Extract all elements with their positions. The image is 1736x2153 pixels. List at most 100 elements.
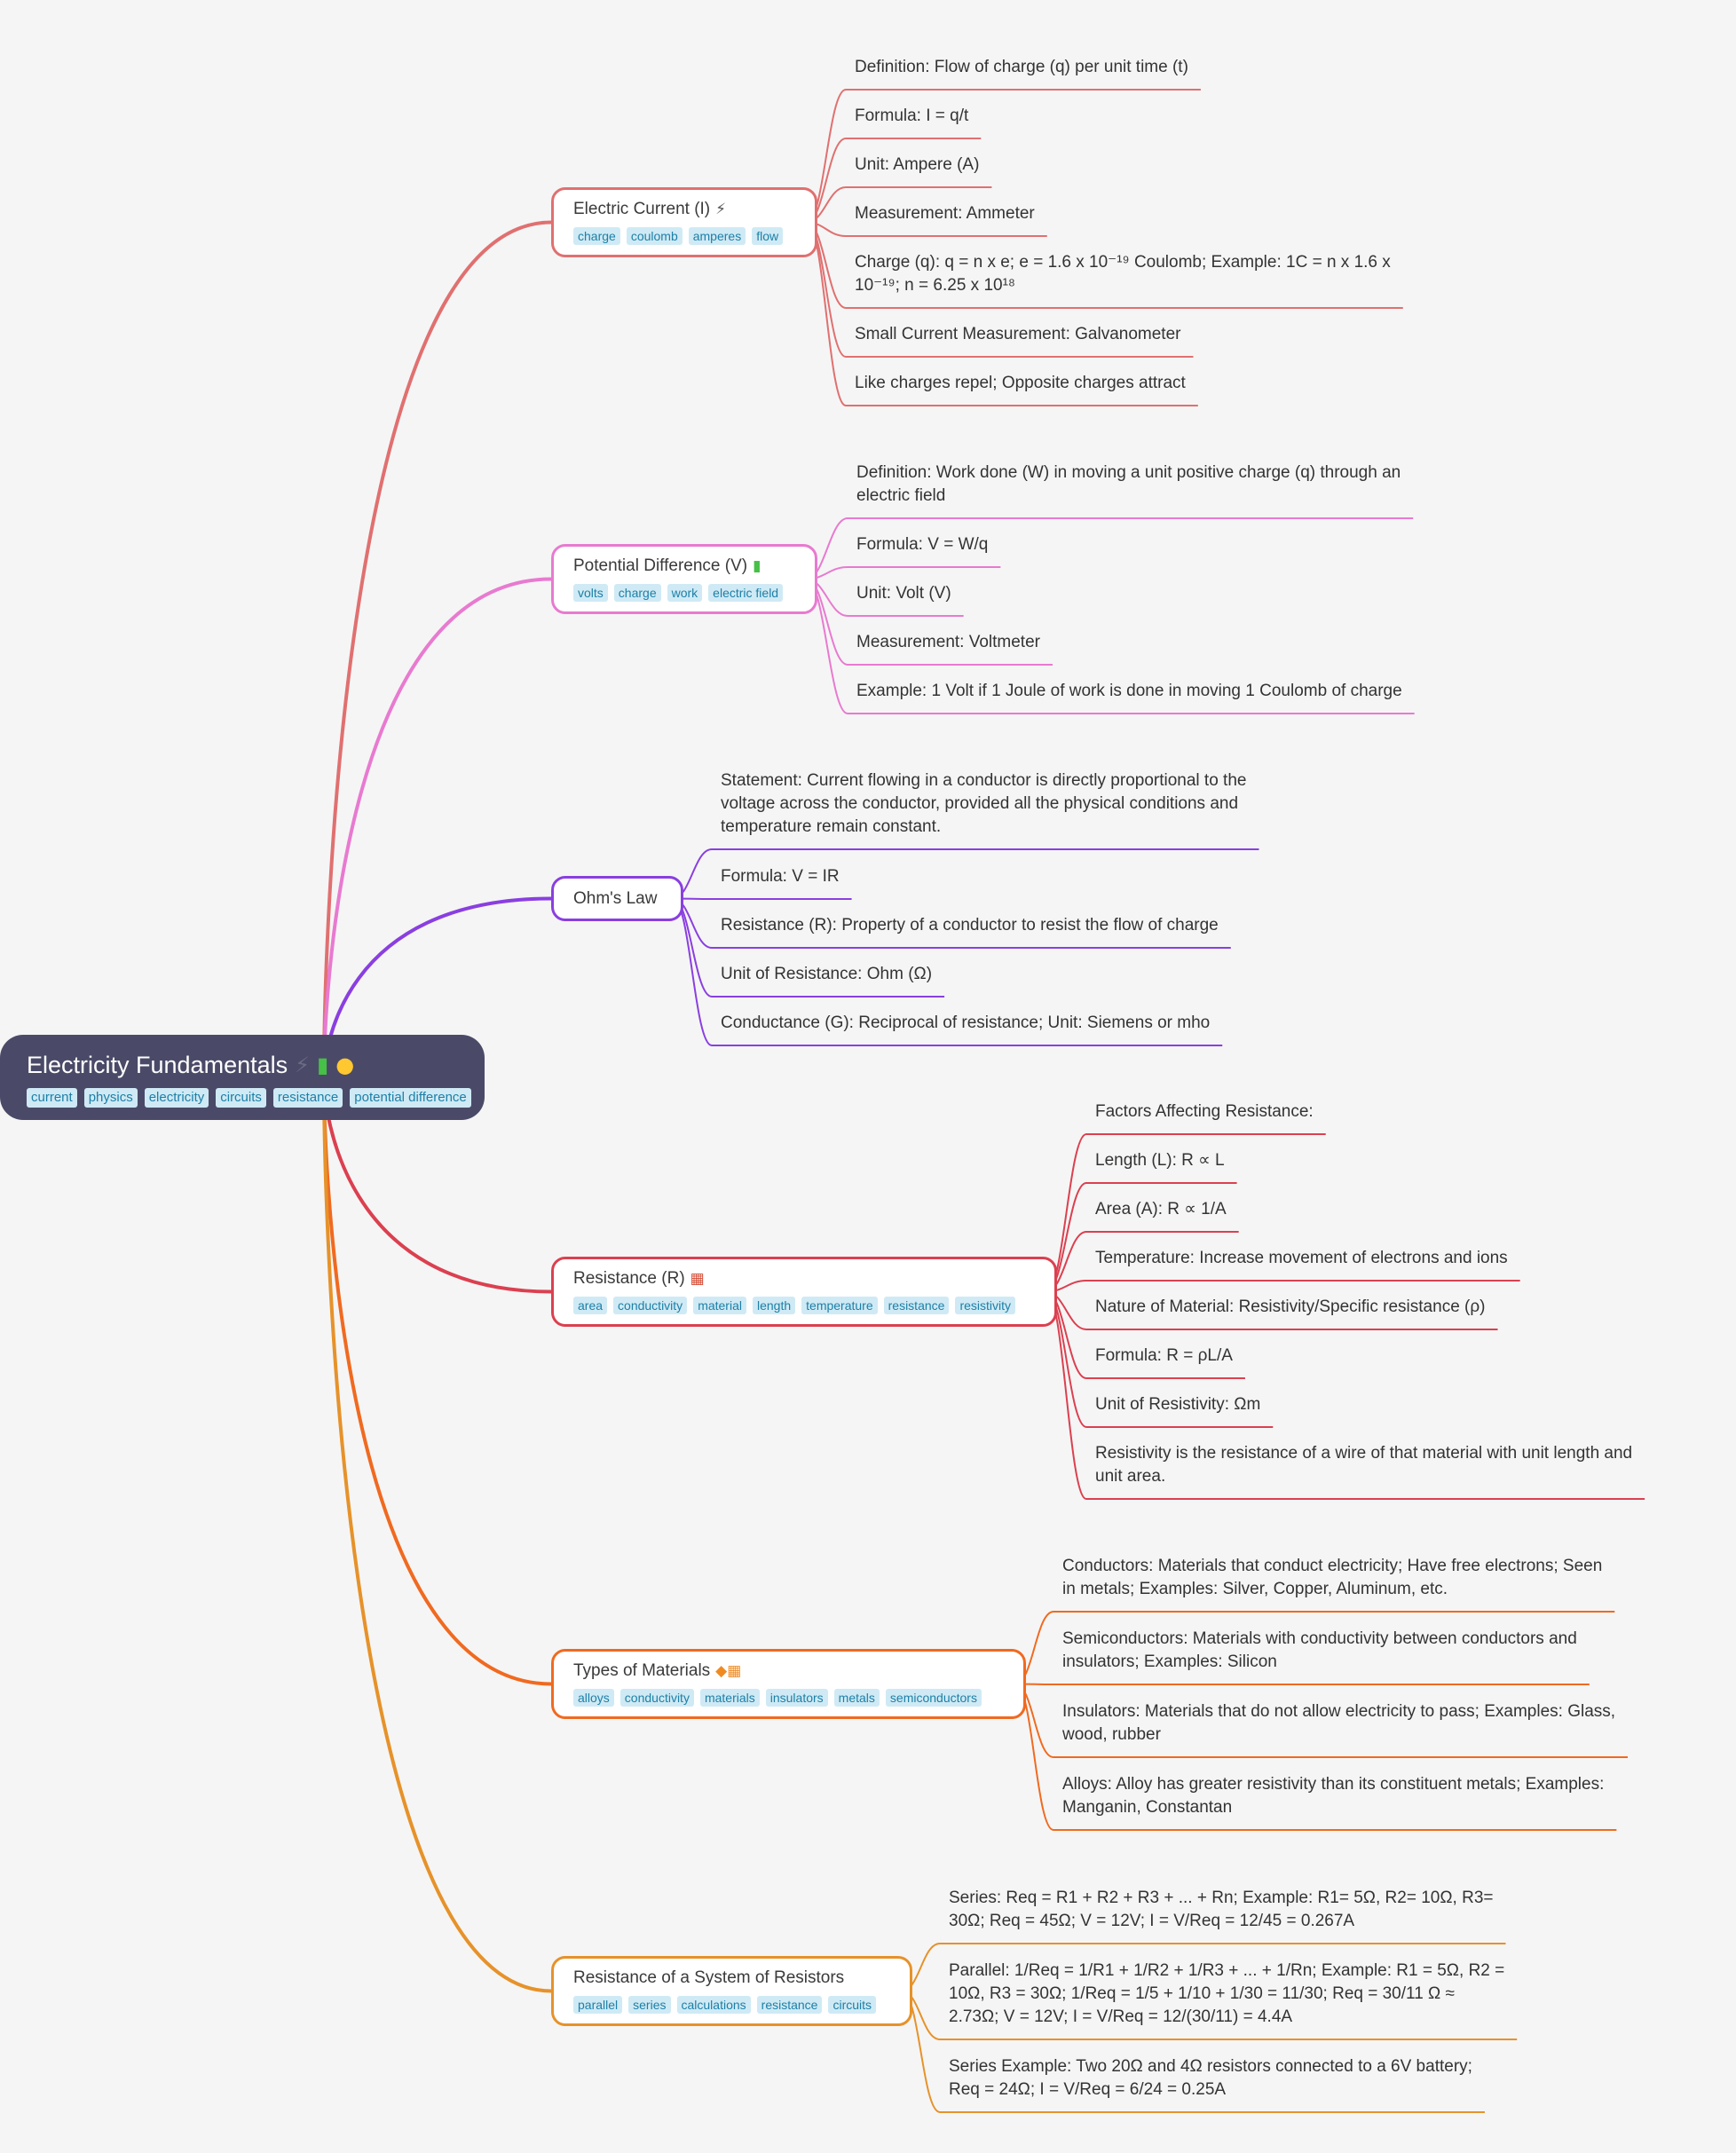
leaf-text: Measurement: Voltmeter — [856, 633, 1040, 651]
connector-line — [322, 1076, 552, 1993]
tag[interactable]: potential difference — [350, 1088, 471, 1108]
leaf-node[interactable]: Insulators: Materials that do not allow … — [1062, 1700, 1619, 1747]
leaf-node[interactable]: Area (A): R ∝ 1/A — [1095, 1198, 1652, 1221]
tag[interactable]: semiconductors — [885, 1689, 982, 1707]
tag[interactable]: material — [693, 1297, 746, 1314]
leaf-node[interactable]: Measurement: Ammeter — [855, 202, 1418, 225]
tag[interactable]: series — [628, 1996, 671, 2014]
tag[interactable]: amperes — [688, 227, 746, 245]
leaf-node[interactable]: Like charges repel; Opposite charges att… — [855, 372, 1418, 395]
leaf-node[interactable]: Measurement: Voltmeter — [856, 631, 1413, 654]
branch-node[interactable]: Resistance of a System of Resistors paral… — [551, 1956, 912, 2026]
tag[interactable]: circuits — [828, 1996, 877, 2014]
connector-line — [322, 1076, 552, 1686]
connector-line — [672, 897, 713, 1046]
leaf-node[interactable]: Definition: Flow of charge (q) per unit … — [855, 56, 1418, 79]
leaf-node[interactable]: Resistivity is the resistance of a wire … — [1095, 1442, 1652, 1488]
leaf-node[interactable]: Length (L): R ∝ L — [1095, 1149, 1652, 1172]
tag[interactable]: physics — [83, 1088, 138, 1108]
root-tags: current physics electricity circuits res… — [27, 1088, 485, 1108]
leaf-node[interactable]: Resistance (R): Property of a conductor … — [721, 914, 1277, 937]
leaf-node[interactable]: Small Current Measurement: Galvanometer — [855, 323, 1418, 346]
tag[interactable]: charge — [573, 227, 620, 245]
leaf-node[interactable]: Unit of Resistance: Ohm (Ω) — [721, 963, 1277, 986]
leaf-text: Formula: R = ρL/A — [1095, 1346, 1233, 1365]
leaf-node[interactable]: Semiconductors: Materials with conductiv… — [1062, 1628, 1619, 1674]
tag[interactable]: coulomb — [626, 227, 683, 245]
tag[interactable]: alloys — [573, 1689, 614, 1707]
leaf-node[interactable]: Charge (q): q = n x e; e = 1.6 x 10⁻¹⁹ C… — [855, 251, 1418, 297]
tag[interactable]: electricity — [144, 1088, 209, 1108]
branch-node[interactable]: Ohm's Law — [551, 876, 683, 921]
tag[interactable]: temperature — [801, 1297, 878, 1314]
branch-title: Resistance of a System of Resistors — [573, 1968, 845, 1987]
tag[interactable]: resistivity — [955, 1297, 1015, 1314]
leaf-node[interactable]: Parallel: 1/Req = 1/R1 + 1/R2 + 1/R3 + .… — [949, 1960, 1505, 2029]
leaf-node[interactable]: Statement: Current flowing in a conducto… — [721, 769, 1277, 839]
leaf-text: Alloys: Alloy has greater resistivity th… — [1062, 1775, 1605, 1817]
leaf-node[interactable]: Series: Req = R1 + R2 + R3 + ... + Rn; E… — [949, 1887, 1505, 1933]
tag[interactable]: calculations — [676, 1996, 751, 2014]
leaf-text: Charge (q): q = n x e; e = 1.6 x 10⁻¹⁹ C… — [855, 253, 1391, 295]
leaf-text: Factors Affecting Resistance: — [1095, 1102, 1314, 1121]
leaf-node[interactable]: Unit: Ampere (A) — [855, 154, 1418, 177]
leaf-text: Resistivity is the resistance of a wire … — [1095, 1444, 1633, 1486]
leaf-node[interactable]: Conductors: Materials that conduct elect… — [1062, 1555, 1619, 1601]
leaf-text: Statement: Current flowing in a conducto… — [721, 771, 1247, 836]
leaf-node[interactable]: Example: 1 Volt if 1 Joule of work is do… — [856, 680, 1413, 703]
tag[interactable]: materials — [699, 1689, 760, 1707]
leaf-text: Formula: I = q/t — [855, 106, 969, 125]
leaf-node[interactable]: Formula: V = W/q — [856, 533, 1413, 556]
tag[interactable]: current — [27, 1088, 77, 1108]
leaf-node[interactable]: Nature of Material: Resistivity/Specific… — [1095, 1296, 1652, 1319]
tag[interactable]: conductivity — [619, 1689, 694, 1707]
leaf-text: Conductance (G): Reciprocal of resistanc… — [721, 1013, 1211, 1032]
tag[interactable]: resistance — [272, 1088, 343, 1108]
leaf-text: Example: 1 Volt if 1 Joule of work is do… — [856, 682, 1402, 700]
leaf-text: Unit: Ampere (A) — [855, 155, 980, 174]
tag[interactable]: area — [573, 1297, 608, 1314]
tag[interactable]: volts — [573, 584, 608, 602]
branch-tags: area conductivity material length temperatur… — [573, 1297, 1054, 1314]
lightning-icon: ⚡ — [715, 201, 727, 218]
tag[interactable]: metals — [833, 1689, 880, 1707]
tag[interactable]: conductivity — [613, 1297, 688, 1314]
leaf-node[interactable]: Formula: V = IR — [721, 865, 1277, 888]
leaf-node[interactable]: Conductance (G): Reciprocal of resistanc… — [721, 1012, 1277, 1035]
leaf-text: Formula: V = W/q — [856, 535, 989, 554]
leaf-node[interactable]: Temperature: Increase movement of electr… — [1095, 1247, 1652, 1270]
leaf-node[interactable]: Unit: Volt (V) — [856, 582, 1413, 605]
leaf-node[interactable]: Series Example: Two 20Ω and 4Ω resistors… — [949, 2055, 1505, 2102]
tag[interactable]: charge — [613, 584, 661, 602]
tag[interactable]: resistance — [883, 1297, 950, 1314]
tag[interactable]: electric field — [708, 584, 784, 602]
tag[interactable]: insulators — [765, 1689, 828, 1707]
tag[interactable]: flow — [752, 227, 784, 245]
leaf-text: Parallel: 1/Req = 1/R1 + 1/R2 + 1/R3 + .… — [949, 1961, 1505, 2026]
leaf-text: Length (L): R ∝ L — [1095, 1151, 1225, 1170]
leaf-node[interactable]: Formula: I = q/t — [855, 105, 1418, 128]
leaf-node[interactable]: Factors Affecting Resistance: — [1095, 1100, 1652, 1124]
leaf-node[interactable]: Unit of Resistivity: Ωm — [1095, 1393, 1652, 1416]
leaf-node[interactable]: Definition: Work done (W) in moving a un… — [856, 461, 1413, 508]
leaf-text: Series: Req = R1 + R2 + R3 + ... + Rn; E… — [949, 1889, 1494, 1930]
tag[interactable]: work — [667, 584, 703, 602]
leaf-text: Formula: V = IR — [721, 867, 840, 886]
diamond-brick-icon: ◆▦ — [715, 1662, 742, 1680]
leaf-text: Unit of Resistance: Ohm (Ω) — [721, 965, 933, 983]
tag[interactable]: resistance — [756, 1996, 823, 2014]
tag[interactable]: circuits — [216, 1088, 266, 1108]
leaf-node[interactable]: Formula: R = ρL/A — [1095, 1345, 1652, 1368]
leaf-node[interactable]: Alloys: Alloy has greater resistivity th… — [1062, 1773, 1619, 1819]
lightning-icon: ⚡ — [295, 1053, 310, 1077]
root-node[interactable]: Electricity Fundamentals ⚡ ▮ ● current p… — [0, 1035, 485, 1120]
tag[interactable]: parallel — [573, 1996, 623, 2014]
tag[interactable]: length — [752, 1297, 796, 1314]
branch-tags: alloys conductivity materials insulators met… — [573, 1689, 1023, 1707]
leaf-text: Small Current Measurement: Galvanometer — [855, 325, 1181, 343]
